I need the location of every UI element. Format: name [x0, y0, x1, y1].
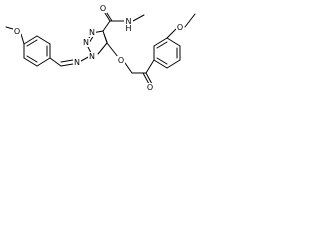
atom-o-amide: O	[100, 4, 106, 13]
bond-layer	[5, 9, 196, 85]
atom-n-triazole-1: N	[89, 52, 95, 61]
atom-o-ether: O	[118, 56, 124, 65]
atom-label-layer: O N N N N O N H O O O	[13, 4, 184, 92]
atom-n-amide: N	[126, 17, 132, 26]
atom-o-right-methoxy: O	[177, 23, 183, 32]
atom-n-triazole-3: N	[89, 28, 95, 37]
atom-h-amide: H	[125, 24, 131, 33]
atom-o-ketone: O	[147, 83, 153, 92]
atom-n-imine: N	[74, 58, 80, 67]
molecule-structure: O N N N N O N H O O O	[5, 4, 196, 92]
atom-n-triazole-2: N	[83, 38, 89, 47]
atom-o-left-methoxy: O	[14, 27, 20, 36]
